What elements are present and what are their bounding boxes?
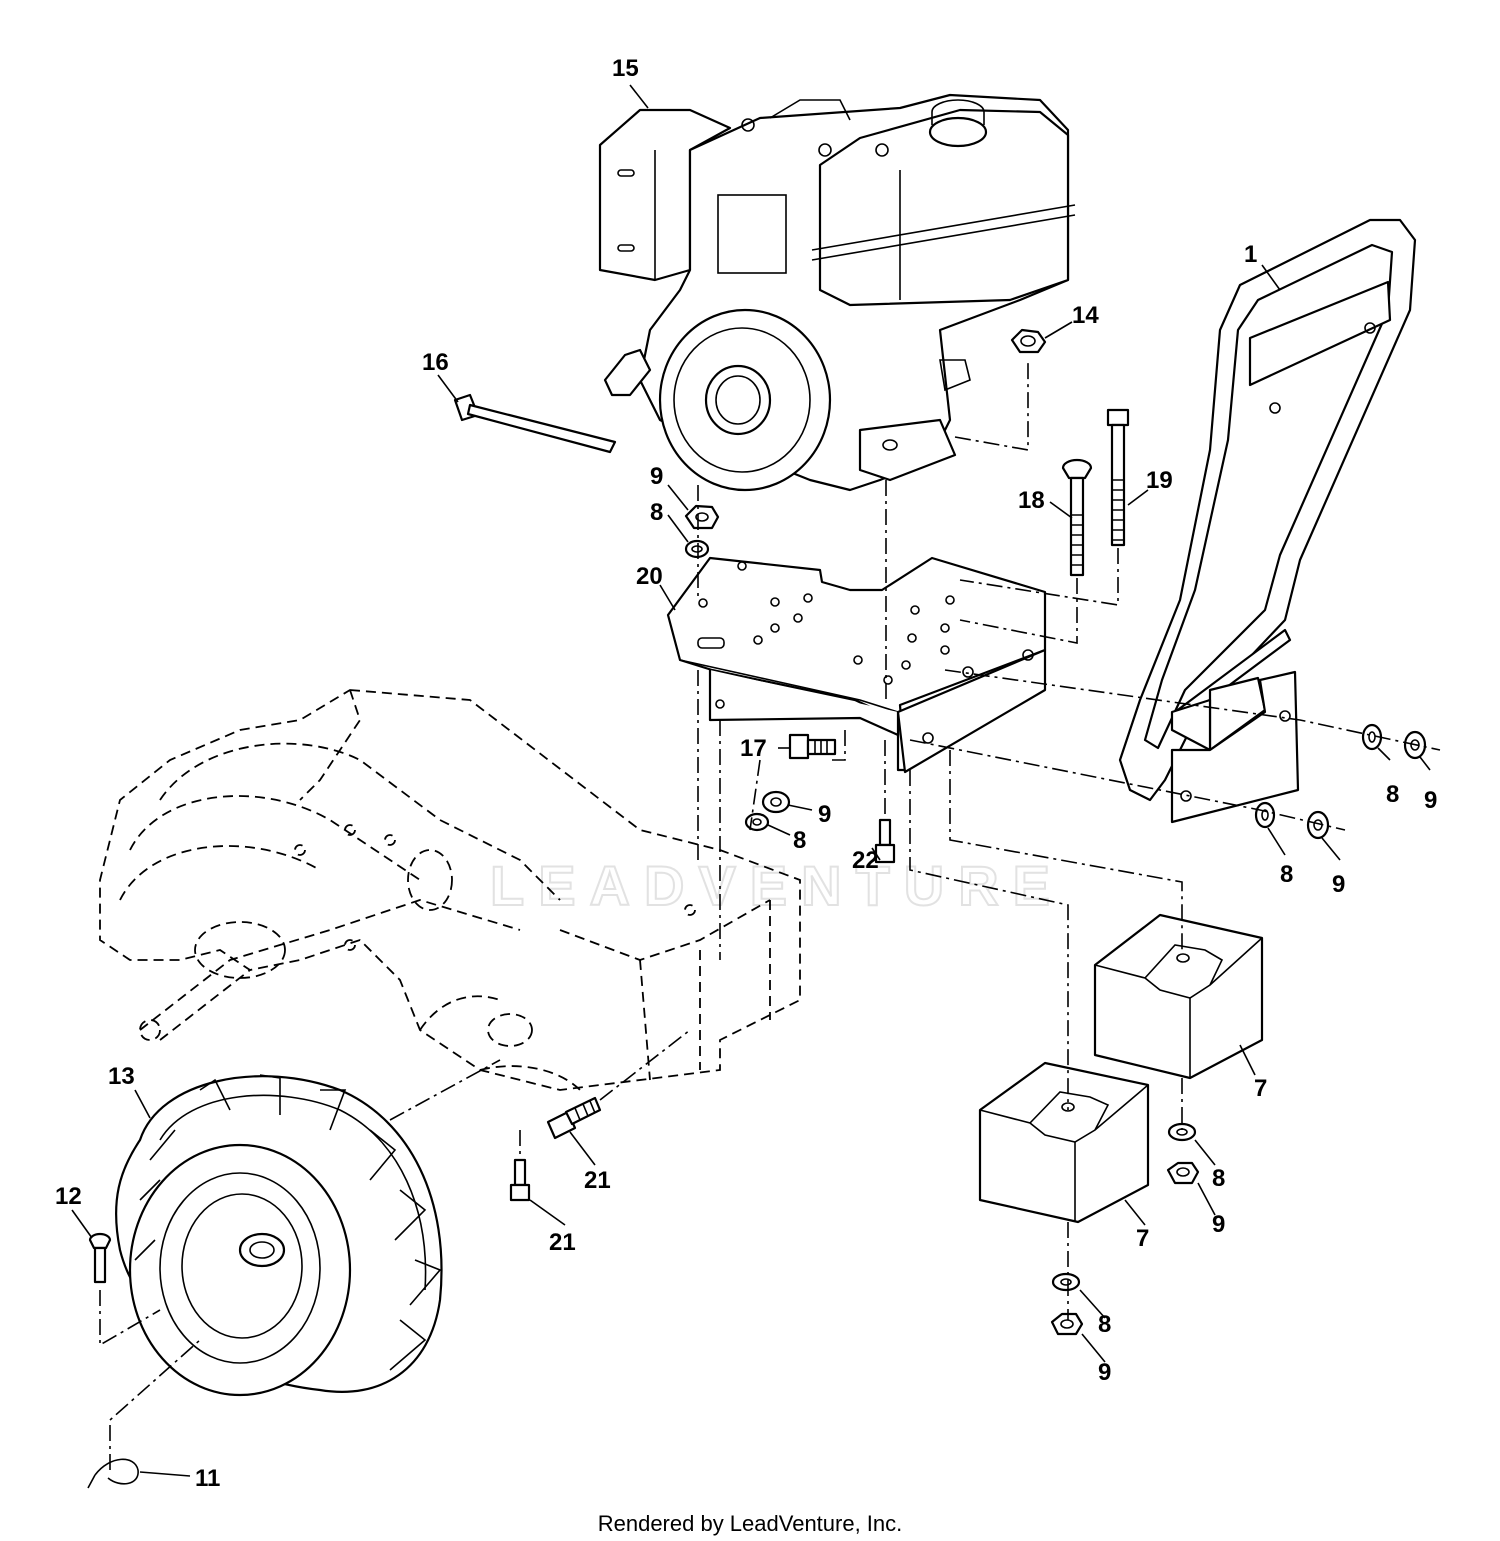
tiller-transmission-hidden: [99, 689, 801, 1091]
callout-8-right-upper: 8: [1386, 781, 1399, 808]
callout-18: 18: [1018, 487, 1045, 514]
nut-9-mid: [761, 790, 791, 814]
bolt-17: [788, 733, 837, 760]
lock-washer-8-mid: [744, 812, 770, 832]
engine-assembly: [598, 93, 1076, 492]
footer-credit: Rendered by LeadVenture, Inc.: [598, 1511, 903, 1536]
callout-labels: 15 1 14 16 9 8 18 19 20 17 9 8 22 8 9 8 …: [55, 55, 1437, 1492]
nut-9-top: [684, 504, 720, 530]
washer-8-right-upper: [1361, 723, 1383, 751]
engine-mount-plate: [666, 556, 1047, 774]
nut-9-right-lower: [1306, 810, 1330, 840]
assembly-lines: [99, 360, 1441, 1470]
callout-17: 17: [740, 735, 767, 762]
callout-8-mid: 8: [793, 827, 806, 854]
callout-13: 13: [108, 1063, 135, 1090]
callout-8-block-upper: 8: [1212, 1165, 1225, 1192]
callout-22: 22: [852, 847, 879, 874]
callout-15: 15: [612, 55, 639, 82]
callout-8-block-lower: 8: [1098, 1311, 1111, 1338]
lock-washer-8-top: [684, 539, 710, 559]
callout-9-top: 9: [650, 463, 663, 490]
callout-11: 11: [195, 1465, 220, 1492]
callout-8-right-lower: 8: [1280, 861, 1293, 888]
weight-block-upper: [1093, 913, 1264, 1080]
callout-9-right-lower: 9: [1332, 871, 1345, 898]
callout-21-upper: 21: [584, 1167, 611, 1194]
callout-7-upper: 7: [1254, 1075, 1267, 1102]
washer-8-block-lower: [1051, 1272, 1081, 1292]
bolt-22: [874, 818, 896, 864]
watermark-text: LEADVENTURE: [490, 854, 1064, 917]
bolt-21-upper: [546, 1096, 602, 1140]
callout-9-block-lower: 9: [1098, 1359, 1111, 1386]
bolt-21-lower: [509, 1158, 531, 1202]
callout-8-top: 8: [650, 499, 663, 526]
callout-16: 16: [422, 349, 449, 376]
washer-8-block-upper: [1167, 1122, 1197, 1142]
washer-8-right-lower: [1254, 801, 1276, 829]
leader-lines: [71, 84, 1431, 1477]
carriage-bolt-18: [1061, 458, 1093, 577]
callout-21-lower: 21: [549, 1229, 576, 1256]
cable-tie: [453, 393, 617, 454]
tire-wheel: [114, 1074, 443, 1397]
nut-14: [1010, 328, 1047, 354]
callout-7-lower: 7: [1136, 1225, 1149, 1252]
callout-20: 20: [636, 563, 663, 590]
callout-9-mid: 9: [818, 801, 831, 828]
weight-block-lower: [978, 1061, 1150, 1224]
bumper-handle: [1118, 218, 1417, 824]
callout-19: 19: [1146, 467, 1173, 494]
nut-9-block-upper: [1166, 1161, 1200, 1185]
callout-9-right-upper: 9: [1424, 787, 1437, 814]
callout-12: 12: [55, 1183, 82, 1210]
hair-pin-clip-11: [87, 1458, 139, 1489]
hex-bolt-19: [1106, 408, 1130, 547]
nut-9-block-lower: [1050, 1312, 1084, 1336]
clevis-pin-12: [88, 1232, 112, 1284]
callout-14: 14: [1072, 302, 1099, 329]
callout-9-block-upper: 9: [1212, 1211, 1225, 1238]
callout-1: 1: [1244, 241, 1257, 268]
